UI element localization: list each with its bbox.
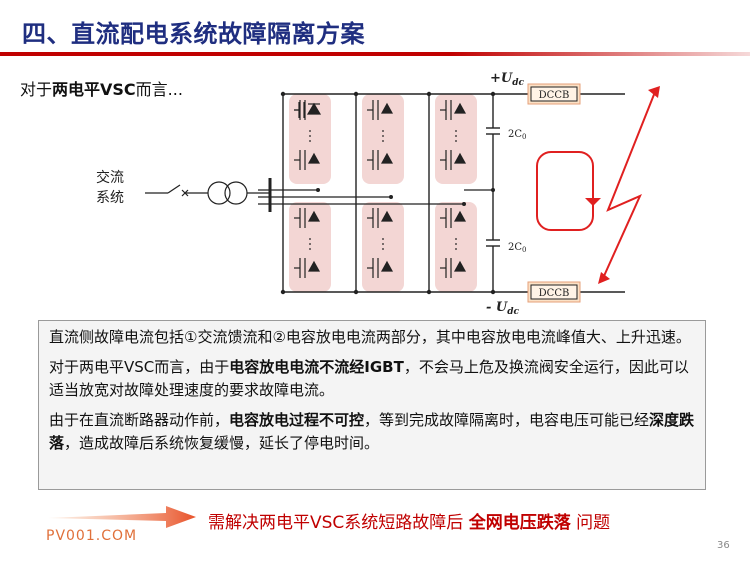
udc-negative-label: - Udc: [486, 300, 520, 317]
ac-system-label: 交流系统: [96, 170, 124, 206]
explanation-box: 直流侧故障电流包括①交流馈流和②电容放电电流两部分，其中电容放电电流峰值大、上升…: [38, 320, 706, 490]
switch-col3-bottom: [440, 208, 467, 278]
dccb-bottom-box: [527, 281, 581, 303]
dccb-top-label: DCCB: [539, 90, 570, 101]
watermark: PV001.COM: [46, 528, 138, 544]
switch-col1-bottom: [294, 208, 321, 278]
subtitle: 对于两电平VSC而言...: [20, 80, 183, 99]
discharge-current-loop: [536, 151, 594, 231]
paragraph-3: 由于在直流断路器动作前，电容放电过程不可控，等到完成故障隔离时，电容电压可能已经…: [49, 411, 695, 452]
title-underline: [0, 52, 750, 56]
right-arrow-icon: [48, 506, 196, 528]
paragraph-2: 对于两电平VSC而言，由于电容放电电流不流经IGBT，不会马上危及换流阀安全运行…: [49, 358, 689, 399]
dc-bus: [282, 93, 625, 293]
page-title: 四、直流配电系统故障隔离方案: [22, 20, 365, 48]
junction-dots: [280, 91, 496, 295]
ac-phase-lines: [258, 178, 464, 212]
capacitor-top-label: 2C0: [508, 129, 526, 141]
dccb-top-box: [527, 83, 581, 105]
ac-source: [145, 181, 270, 205]
igbt-group-backgrounds: [289, 94, 477, 292]
page-number: 36: [717, 540, 730, 551]
switch-col2-bottom: [367, 208, 394, 278]
fault-lightning-icon: [603, 91, 656, 277]
capacitor-bottom-label: 2C0: [508, 242, 526, 254]
switch-col2-top: [367, 100, 394, 170]
switch-col1-top: [294, 100, 321, 170]
vsc-circuit-diagram: DCCB DCCB +Udc - Udc 2C0 2C0: [145, 71, 660, 317]
dccb-bottom-label: DCCB: [539, 288, 570, 299]
conclusion-text: 需解决两电平VSC系统短路故障后 全网电压跌落 问题: [208, 513, 611, 533]
switch-col3-top: [440, 100, 467, 170]
paragraph-1: 直流侧故障电流包括①交流馈流和②电容放电电流两部分，其中电容放电电流峰值大、上升…: [49, 328, 691, 346]
loop-arrow-head: [585, 198, 601, 206]
udc-positive-label: +Udc: [490, 71, 525, 88]
